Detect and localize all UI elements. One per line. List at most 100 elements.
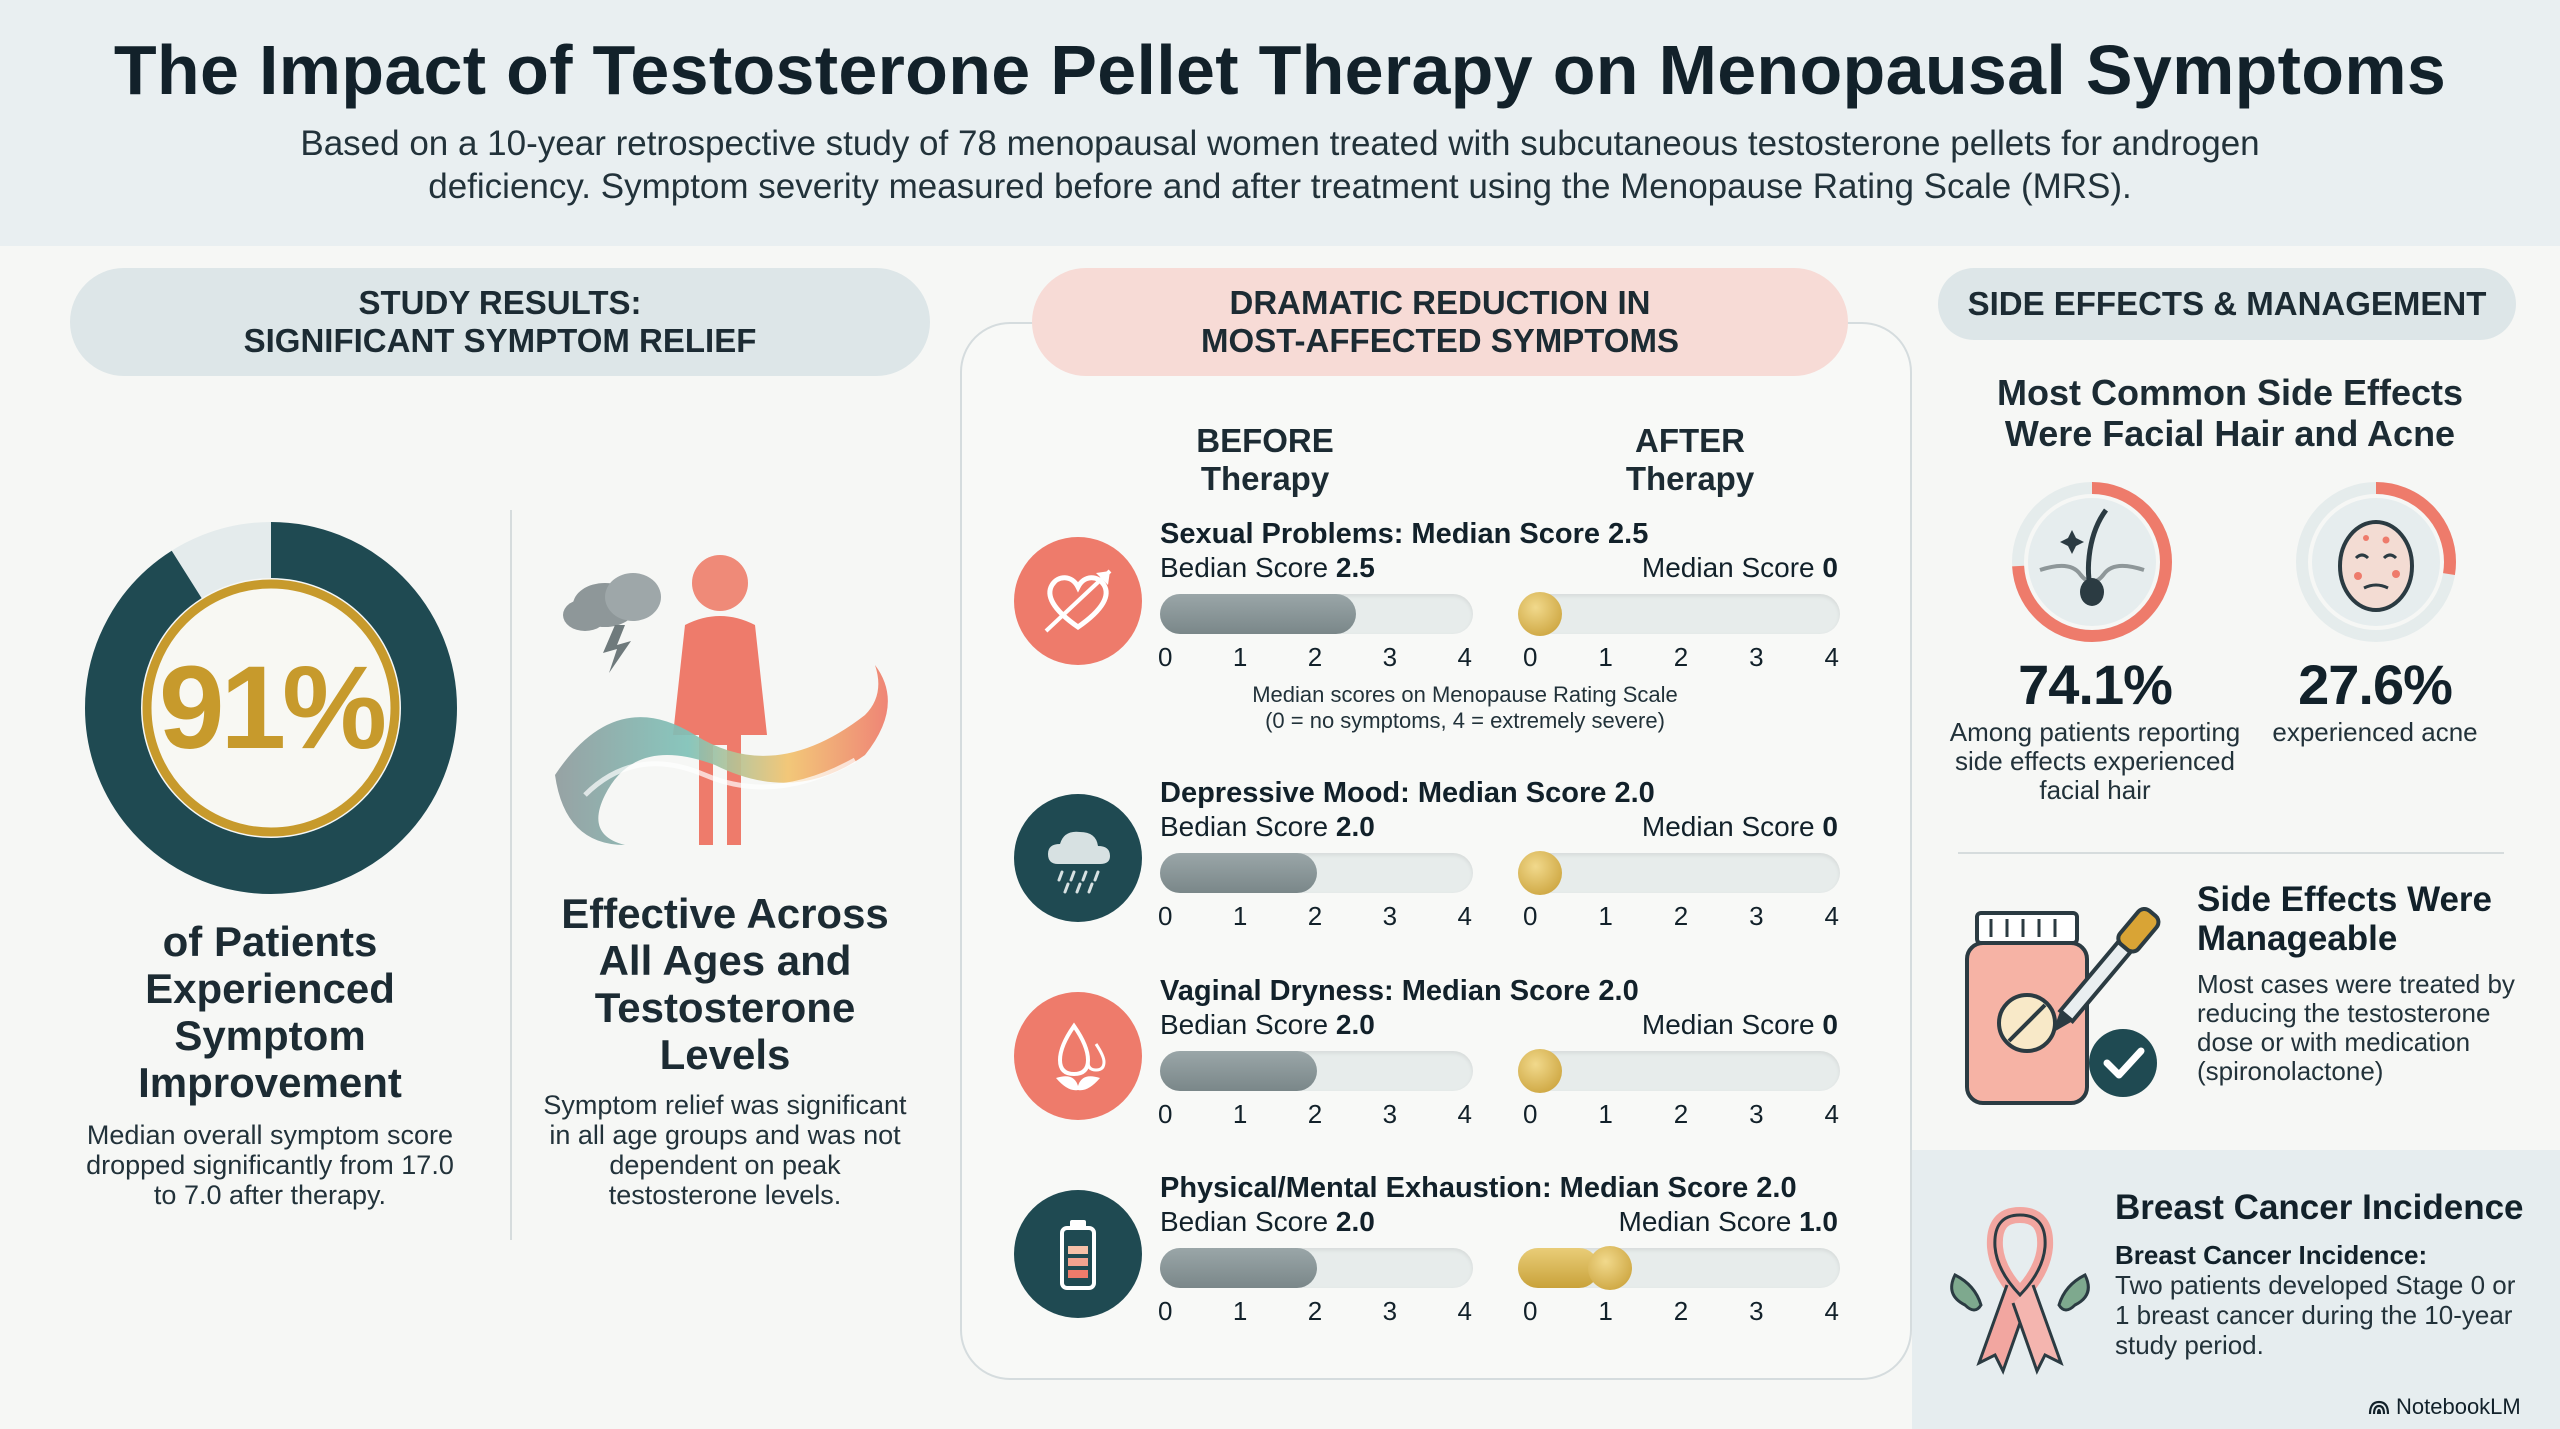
symptom-icon-2	[1014, 992, 1142, 1120]
tick-label: 4	[1457, 901, 1472, 931]
tick-label: 3	[1749, 642, 1764, 672]
awareness-ribbon-icon	[1950, 1206, 2090, 1375]
symptom-before-label-0: Bedian Score 2.5	[1160, 552, 1375, 583]
after-bar-knob-2	[1518, 1049, 1562, 1093]
study-results-pill: STUDY RESULTS: SIGNIFICANT SYMPTOM RELIE…	[70, 268, 930, 376]
wave-swirl	[555, 665, 888, 845]
scale-note-line-2: (0 = no symptoms, 4 = extremely severe)	[1265, 708, 1665, 733]
acne-arc	[2296, 482, 2456, 642]
side-effects-heading-line-1: Most Common Side Effects	[1996, 372, 2464, 413]
tick-label: 1	[1598, 642, 1613, 672]
after-bar-knob-0	[1518, 592, 1562, 636]
ring-progress-arc	[85, 522, 457, 894]
before-bar-0	[1160, 594, 1473, 634]
tick-label: 0	[1523, 1099, 1538, 1129]
acne-percent: 27.6%	[2298, 653, 2453, 716]
tick-label: 4	[1457, 1099, 1472, 1129]
before-bar-fill-2	[1160, 1051, 1317, 1091]
tick-label: 0	[1158, 1296, 1173, 1326]
tick-label: 2	[1307, 901, 1323, 931]
improvement-heading: of Patients Experienced Symptom Improvem…	[138, 918, 402, 1106]
before-ticks-2: 0 1 2 3 4	[1158, 1099, 1472, 1130]
ages-heading: Effective Across All Ages and Testostero…	[561, 890, 889, 1078]
tick-label: 0	[1158, 901, 1173, 931]
before-bar-3	[1160, 1248, 1473, 1288]
woman-waves-illustration	[555, 555, 888, 845]
tick-label: 3	[1382, 1099, 1398, 1129]
tick-label: 1	[1232, 642, 1248, 672]
manageable-body: Most cases were treated by reducing the …	[2197, 969, 2515, 1086]
tick-label: 1	[1598, 901, 1613, 931]
tick-label: 2	[1307, 1099, 1323, 1129]
study-results-pill-line-2: SIGNIFICANT SYMPTOM RELIEF	[243, 322, 757, 359]
symptom-before-label-3: Bedian Score 2.0	[1160, 1206, 1375, 1237]
hair-follicle-icon	[2012, 482, 2172, 642]
symptom-after-label-0: Median Score 0	[1641, 552, 1838, 583]
tick-label: 0	[1523, 901, 1538, 931]
before-bar-2	[1160, 1051, 1473, 1091]
tick-label: 3	[1749, 901, 1764, 931]
subtitle-line-2: deficiency. Symptom severity measured be…	[428, 167, 2132, 206]
dramatic-reduction-pill: DRAMATIC REDUCTION IN MOST-AFFECTED SYMP…	[1032, 268, 1848, 376]
woman-figure-icon	[673, 555, 767, 845]
after-bar-fill-3	[1518, 1248, 1599, 1288]
after-ticks-2: 0 1 2 3 4	[1523, 1099, 1839, 1130]
ring-inner-gold	[142, 579, 400, 837]
side-effects-heading: Most Common Side Effects Were Facial Hai…	[1945, 372, 2515, 454]
rain-cloud-icon	[1048, 831, 1110, 894]
tick-label: 1	[1598, 1099, 1613, 1129]
before-bar-1	[1160, 853, 1473, 893]
improvement-percent: 91%	[158, 642, 387, 774]
tick-label: 1	[1232, 1296, 1248, 1326]
study-results-pill-line-1: STUDY RESULTS:	[358, 284, 642, 321]
after-bar-1	[1518, 851, 1840, 895]
tick-label: 1	[1598, 1296, 1613, 1326]
storm-cloud-icon	[563, 573, 661, 673]
symptom-after-label-3: Median Score 1.0	[1618, 1206, 1838, 1237]
acne-face-icon	[2296, 482, 2456, 642]
wave-highlight	[583, 757, 857, 797]
tick-label: 4	[1824, 642, 1839, 672]
dramatic-reduction-pill-line-1: DRAMATIC REDUCTION IN	[1229, 284, 1651, 321]
tick-label: 1	[1232, 901, 1248, 931]
tick-label: 2	[1673, 1296, 1689, 1326]
tick-label: 2	[1673, 642, 1689, 672]
scale-note-line-1: Median scores on Menopause Rating Scale	[1252, 682, 1678, 707]
after-bar-0	[1518, 592, 1840, 636]
tick-label: 3	[1749, 1099, 1764, 1129]
after-therapy-header: AFTER Therapy	[1580, 422, 1800, 498]
tick-label: 1	[1232, 1099, 1248, 1129]
notebooklm-logo-icon	[2368, 1400, 2390, 1415]
tick-label: 0	[1158, 1099, 1173, 1129]
page-subtitle: Based on a 10-year retrospective study o…	[250, 122, 2310, 208]
dramatic-reduction-pill-line-2: MOST-AFFECTED SYMPTOMS	[1201, 322, 1679, 359]
breast-cancer-subheading: Breast Cancer Incidence:	[2115, 1240, 2428, 1270]
tick-label: 2	[1673, 901, 1689, 931]
tick-label: 2	[1673, 1099, 1689, 1129]
symptom-icon-1	[1014, 794, 1142, 922]
after-bar-knob-3	[1587, 1246, 1632, 1290]
tick-label: 4	[1824, 1296, 1839, 1326]
heart-arrow-icon	[1044, 569, 1112, 633]
tick-label: 2	[1307, 1296, 1323, 1326]
breast-cancer-heading: Breast Cancer Incidence	[2115, 1188, 2524, 1227]
tick-label: 0	[1523, 642, 1538, 672]
header-band	[0, 0, 2560, 246]
before-bar-fill-0	[1160, 594, 1356, 634]
medicine-bottle-dropper-icon	[1965, 906, 2161, 1105]
before-header-line-2: Therapy	[1200, 460, 1330, 497]
symptom-title-1: Depressive Mood: Median Score 2.0	[1160, 777, 1655, 809]
breast-cancer-body: Two patients developed Stage 0 or 1 brea…	[2115, 1270, 2535, 1360]
after-bar-2	[1518, 1049, 1840, 1093]
left-divider	[510, 510, 512, 1240]
battery-icon	[1060, 1220, 1096, 1290]
improvement-body: Median overall symptom score dropped sig…	[86, 1120, 454, 1210]
page-title: The Impact of Testosterone Pellet Therap…	[113, 31, 2447, 109]
after-bar-3	[1518, 1246, 1840, 1290]
tick-label: 4	[1824, 1099, 1839, 1129]
side-effects-pill: SIDE EFFECTS & MANAGEMENT	[1938, 268, 2516, 340]
improvement-ring-chart	[85, 522, 457, 894]
tick-label: 0	[1523, 1296, 1538, 1326]
